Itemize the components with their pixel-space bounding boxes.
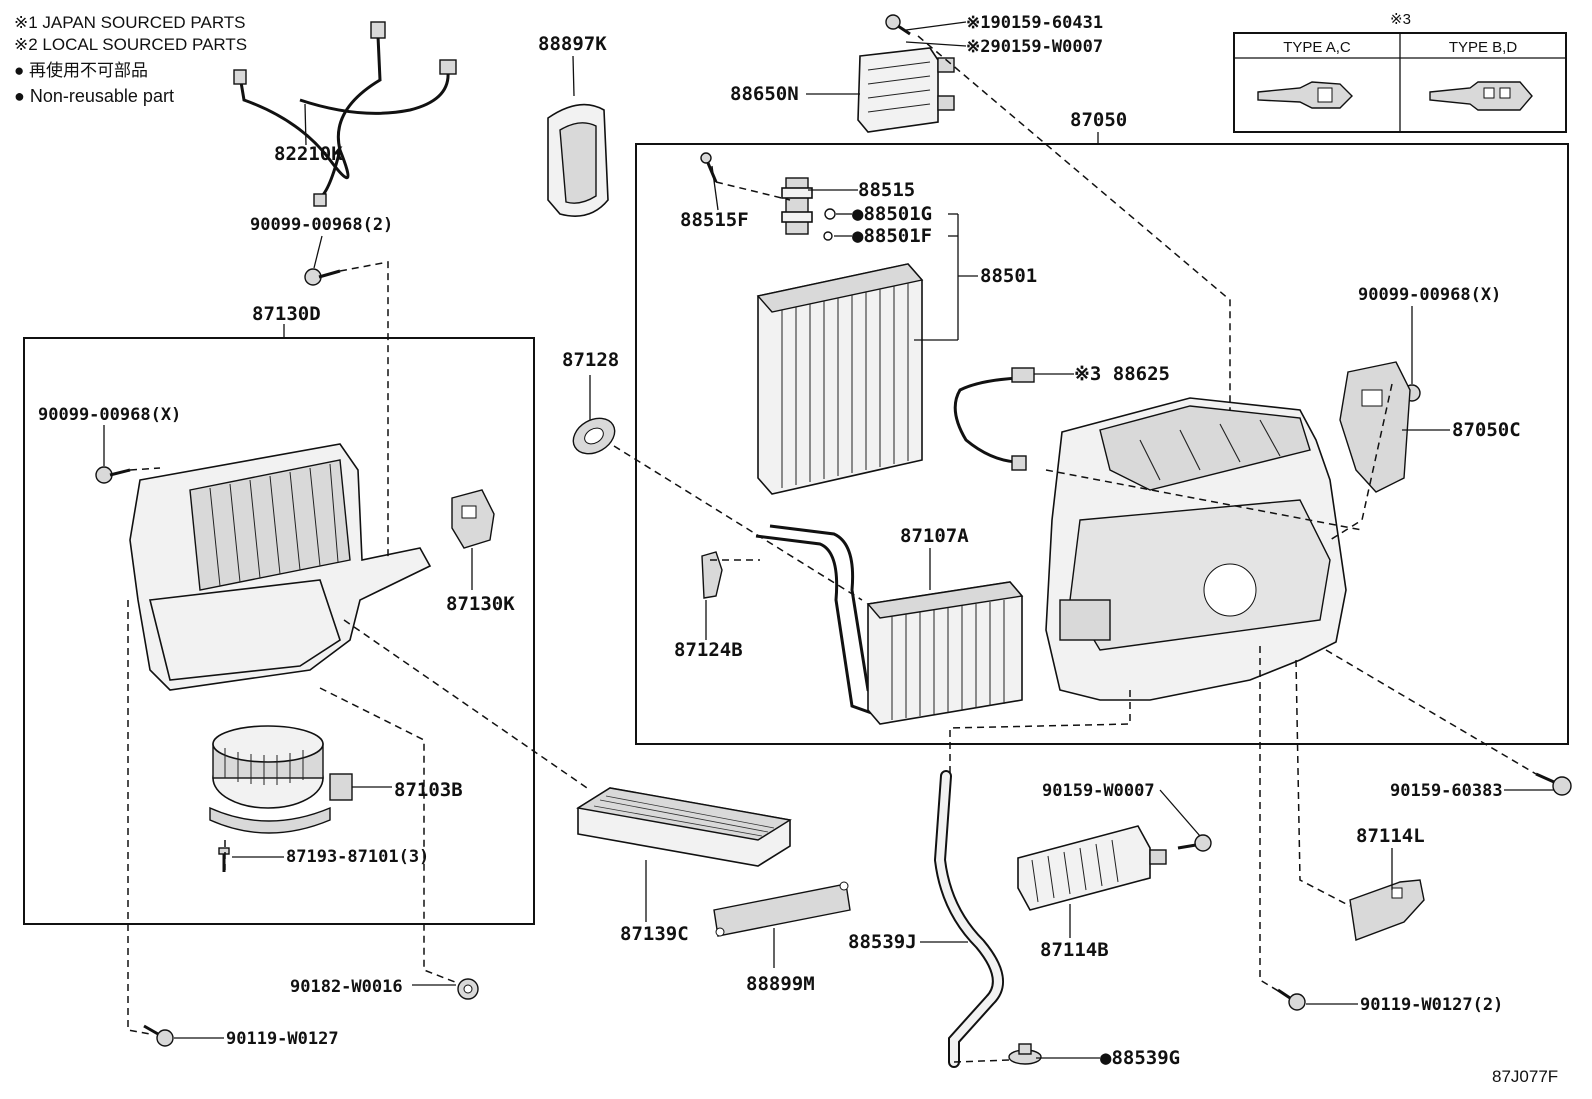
label-90159-W0007-top: ※290159-W0007 <box>966 37 1103 57</box>
label-90119-W0127-left: 90119-W0127 <box>226 1029 339 1049</box>
type-legend-table: ※3 TYPE A,C TYPE B,D <box>1233 11 1567 133</box>
label-87193-87101: 87193-87101(3) <box>286 847 429 867</box>
grommet-87128 <box>572 417 616 455</box>
drain-hose-88539J <box>933 770 1004 1068</box>
screw-87193-87101 <box>218 847 230 872</box>
wire-harness-82210K <box>233 21 457 207</box>
servo-motor-87130K <box>451 489 495 549</box>
reference-lines <box>127 35 1537 1063</box>
expansion-valve-88515 <box>781 177 813 235</box>
label-87050C: 87050C <box>1452 419 1521 441</box>
air-filter-87139C <box>576 787 792 867</box>
label-87130K: 87130K <box>446 593 515 615</box>
note-local-sourced: ※2 LOCAL SOURCED PARTS <box>14 35 247 54</box>
label-90159-W0007: 90159-W0007 <box>1042 781 1155 801</box>
label-87128: 87128 <box>562 349 619 371</box>
label-90099-00968-X-right: 90099-00968(X) <box>1358 285 1501 305</box>
blower-housing-87130D <box>129 443 432 691</box>
label-90099-00968-X-left: 90099-00968(X) <box>38 405 181 425</box>
bolt-90159-W0007 <box>1177 834 1212 852</box>
amplifier-88650N <box>857 47 955 133</box>
bolt-90159-60431 <box>885 14 911 36</box>
connector-type-ac-icon <box>1257 81 1353 109</box>
legend-type-ac: TYPE A,C <box>1283 39 1351 56</box>
label-88501G: ●88501G <box>852 203 932 225</box>
label-87124B: 87124B <box>674 639 743 661</box>
label-88501: 88501 <box>980 265 1037 287</box>
bolt-90099-00968-X-left <box>95 466 131 484</box>
label-87130D: 87130D <box>252 303 321 325</box>
label-90119-W0127-right: 90119-W0127(2) <box>1360 995 1503 1015</box>
bolt-90099-00968-2 <box>304 268 341 286</box>
blower-motor-87103B <box>209 725 353 834</box>
hvac-unit-frame <box>635 143 1569 745</box>
label-88899M: 88899M <box>746 973 815 995</box>
clamp-87124B <box>701 551 723 599</box>
part-labels: 82210K 90099-00968(2) 87130D 90099-00968… <box>38 13 1558 1086</box>
legend-title: ※3 <box>1390 11 1411 28</box>
evaporator-88501 <box>756 263 924 495</box>
o-ring-88501F-icon <box>823 231 833 241</box>
blower-assembly-frame <box>23 337 535 925</box>
label-87103B: 87103B <box>394 779 463 801</box>
label-88625: ※3 88625 <box>1074 363 1170 385</box>
bolt-88515F <box>700 152 718 183</box>
label-90159-60383: 90159-60383 <box>1390 781 1503 801</box>
label-90159-60431: ※190159-60431 <box>966 13 1103 33</box>
hvac-case-87050 <box>1045 397 1347 701</box>
label-88539J: 88539J <box>848 931 917 953</box>
heater-core-87107A <box>755 524 1024 725</box>
label-88515: 88515 <box>858 179 915 201</box>
label-90182-W0016: 90182-W0016 <box>290 977 403 997</box>
label-88515F: 88515F <box>680 209 749 231</box>
label-88501F: ●88501F <box>852 225 932 247</box>
label-87114B: 87114B <box>1040 939 1109 961</box>
note-japan-sourced: ※1 JAPAN SOURCED PARTS <box>14 13 246 32</box>
cover-88899M <box>713 881 851 937</box>
thermistor-88625 <box>953 367 1035 471</box>
notes-block: ※1 JAPAN SOURCED PARTS ※2 LOCAL SOURCED … <box>14 13 247 106</box>
label-82210K: 82210K <box>274 143 343 165</box>
servo-motor-87050C <box>1339 361 1411 493</box>
label-88650N: 88650N <box>730 83 799 105</box>
clip-90182-W0016 <box>457 978 479 1000</box>
label-87139C: 87139C <box>620 923 689 945</box>
legend-type-bd: TYPE B,D <box>1449 39 1518 56</box>
label-87107A: 87107A <box>900 525 969 547</box>
bracket-87114L <box>1349 879 1425 941</box>
bolt-90159-60383 <box>1535 772 1572 796</box>
label-88539G: ●88539G <box>1100 1047 1180 1069</box>
label-88897K: 88897K <box>538 33 607 55</box>
ptc-heater-87114B <box>1017 825 1167 911</box>
grommet-88539G <box>1008 1043 1042 1065</box>
leader-lines <box>103 21 1554 1059</box>
label-90099-00968-2: 90099-00968(2) <box>250 215 393 235</box>
diagram-code: 87J077F <box>1492 1067 1558 1086</box>
note-nonreusable-en: ● Non-reusable part <box>14 86 174 106</box>
label-87114L: 87114L <box>1356 825 1425 847</box>
bolt-90119-W0127-left <box>143 1024 174 1047</box>
connector-type-bd-icon <box>1429 81 1533 111</box>
o-ring-88501G-icon <box>824 208 836 220</box>
note-nonreusable-jp: ● 再使用不可部品 <box>14 60 148 80</box>
label-87050: 87050 <box>1070 109 1127 131</box>
duct-88897K <box>547 103 609 217</box>
bolt-90119-W0127-right <box>1277 988 1306 1011</box>
